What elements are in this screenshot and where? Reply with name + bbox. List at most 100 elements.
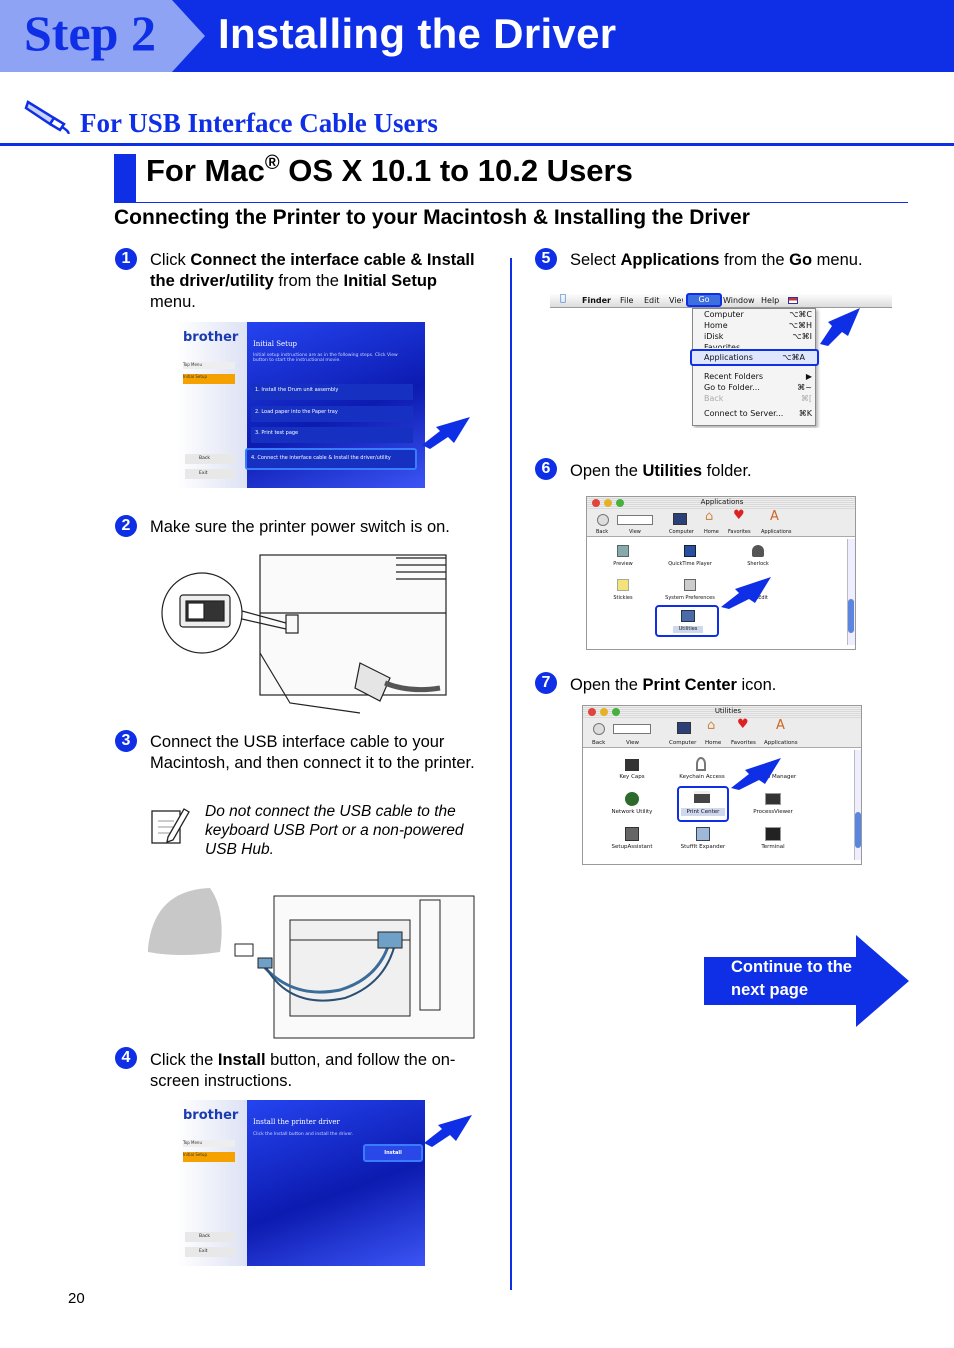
- header-rule: [0, 143, 954, 146]
- zoom-window-icon[interactable]: [612, 708, 620, 716]
- side-item-top-menu[interactable]: Top Menu: [183, 362, 235, 369]
- icon-label[interactable]: ProcessViewer: [753, 809, 793, 815]
- connect-driver-menu-item[interactable]: 4. Connect the interface cable & Install…: [245, 448, 417, 470]
- dropdown-item[interactable]: Favorites: [704, 343, 741, 348]
- apple-menu-icon[interactable]: : [560, 293, 566, 304]
- usb-cable-icon: [24, 100, 70, 134]
- menubar-item[interactable]: Edit: [644, 296, 660, 305]
- go-menu-item[interactable]: Go: [686, 293, 722, 307]
- minimize-window-icon[interactable]: [604, 499, 612, 507]
- utilities-folder-icon[interactable]: [681, 610, 695, 622]
- side-item-top-menu[interactable]: Top Menu: [183, 1140, 235, 1147]
- dropdown-item[interactable]: Back⌘[: [704, 394, 812, 403]
- utilities-folder[interactable]: [655, 605, 719, 637]
- subheading: Connecting the Printer to your Macintosh…: [114, 206, 750, 229]
- computer-icon[interactable]: [677, 722, 691, 734]
- terminal-icon[interactable]: [765, 827, 781, 841]
- sherlock-icon[interactable]: [752, 545, 764, 557]
- applications-icon[interactable]: A: [776, 718, 785, 733]
- processviewer-icon[interactable]: [765, 793, 781, 805]
- close-window-icon[interactable]: [592, 499, 600, 507]
- dropdown-item[interactable]: iDisk⌥⌘I: [704, 332, 812, 341]
- icon-label[interactable]: Keychain Access: [679, 774, 725, 780]
- menubar-item[interactable]: View: [669, 296, 683, 305]
- step-number: 2: [115, 515, 137, 537]
- pointer-arrow-icon: [424, 1115, 472, 1147]
- keychain-icon[interactable]: [696, 757, 706, 771]
- system-preferences-icon[interactable]: [684, 579, 696, 591]
- menu-item[interactable]: 2. Load paper into the Paper tray: [251, 406, 413, 422]
- home-icon[interactable]: ⌂: [707, 718, 716, 733]
- icon-label[interactable]: Terminal: [761, 844, 785, 850]
- menu-item[interactable]: 3. Print test page: [251, 427, 413, 443]
- menubar-item[interactable]: Help: [761, 296, 780, 305]
- back-arrow-icon[interactable]: [593, 723, 605, 735]
- favorites-heart-icon[interactable]: ♥: [733, 508, 745, 523]
- view-selector-icon[interactable]: [617, 515, 653, 525]
- close-window-icon[interactable]: [588, 708, 596, 716]
- icon-label[interactable]: System Preferences: [665, 595, 715, 601]
- computer-icon[interactable]: [673, 513, 687, 525]
- step-label: Step 2: [24, 5, 156, 61]
- icon-label[interactable]: Network Utility: [611, 809, 653, 815]
- brother-logo: brother: [183, 1108, 239, 1123]
- back-button[interactable]: Back: [185, 1232, 235, 1242]
- print-center-highlight[interactable]: [677, 786, 729, 822]
- icon-label[interactable]: SetupAssistant: [611, 844, 653, 850]
- menu-item[interactable]: 1. Install the Drum unit assembly: [251, 384, 413, 400]
- install-driver-screenshot: brother Top Menu Initial Setup Install t…: [177, 1100, 425, 1266]
- home-icon[interactable]: ⌂: [705, 509, 714, 524]
- dropdown-item[interactable]: Home⌥⌘H: [704, 321, 812, 330]
- stuffit-icon[interactable]: [696, 827, 710, 841]
- step-number: 3: [115, 730, 137, 752]
- icon-label[interactable]: Sherlock: [747, 561, 769, 567]
- print-center-icon[interactable]: [694, 791, 710, 803]
- menubar-item[interactable]: Window: [723, 296, 755, 305]
- exit-button[interactable]: Exit: [185, 1247, 235, 1257]
- preview-icon[interactable]: [617, 545, 629, 557]
- section-title-mac: For Mac® OS X 10.1 to 10.2 Users: [146, 152, 633, 188]
- side-item-initial-setup[interactable]: Initial Setup: [183, 1152, 235, 1162]
- stickies-icon[interactable]: [617, 579, 629, 591]
- icon-label[interactable]: Key Caps: [619, 774, 645, 780]
- icon-label[interactable]: Stickies: [613, 595, 633, 601]
- applications-icon[interactable]: A: [770, 509, 779, 524]
- usb-connection-illustration: [148, 888, 475, 1039]
- dropdown-item[interactable]: Go to Folder...⌘~: [704, 383, 812, 392]
- vertical-scrollbar[interactable]: [847, 539, 855, 645]
- dropdown-item[interactable]: Computer⌥⌘C: [704, 310, 812, 319]
- go-menu-screenshot:  Finder File Edit View Go Window Help C…: [550, 292, 892, 428]
- window-title: Utilities: [714, 707, 742, 715]
- back-button[interactable]: Back: [185, 454, 235, 464]
- continue-arrow[interactable]: [704, 935, 910, 1027]
- icon-label[interactable]: QuickTime Player: [668, 561, 712, 567]
- scrollbar-thumb[interactable]: [855, 812, 861, 848]
- zoom-window-icon[interactable]: [616, 499, 624, 507]
- view-selector-icon[interactable]: [613, 724, 651, 734]
- install-button[interactable]: Install: [363, 1144, 423, 1162]
- favorites-heart-icon[interactable]: ♥: [737, 717, 749, 732]
- side-item-initial-setup[interactable]: Initial Setup: [183, 374, 235, 384]
- quicktime-icon[interactable]: [684, 545, 696, 557]
- continue-label[interactable]: Continue to the next page: [731, 958, 852, 999]
- pointer-arrow-icon: [721, 577, 771, 609]
- back-arrow-icon[interactable]: [597, 514, 609, 526]
- network-utility-icon[interactable]: [625, 792, 639, 806]
- dropdown-item[interactable]: Connect to Server...⌘K: [704, 409, 812, 418]
- minimize-window-icon[interactable]: [600, 708, 608, 716]
- menubar-item[interactable]: Finder: [582, 296, 611, 305]
- scrollbar-thumb[interactable]: [848, 599, 854, 633]
- icon-label[interactable]: Preview: [613, 561, 633, 567]
- applications-menu-item[interactable]: Applications⌥⌘A: [690, 349, 819, 366]
- dropdown-item[interactable]: Recent Folders▶: [704, 372, 812, 381]
- vertical-scrollbar[interactable]: [854, 750, 861, 860]
- screen-intro: Click the Install button and install the…: [253, 1132, 354, 1137]
- icon-label[interactable]: Print Center: [681, 808, 725, 816]
- menubar-item[interactable]: File: [620, 296, 634, 305]
- exit-button[interactable]: Exit: [185, 469, 235, 479]
- icon-label[interactable]: Utilities: [673, 626, 703, 633]
- icon-label[interactable]: Info Manager: [759, 774, 797, 780]
- keycaps-icon[interactable]: [625, 759, 639, 771]
- setup-assistant-icon[interactable]: [625, 827, 639, 841]
- icon-label[interactable]: StuffIt Expander: [680, 844, 726, 850]
